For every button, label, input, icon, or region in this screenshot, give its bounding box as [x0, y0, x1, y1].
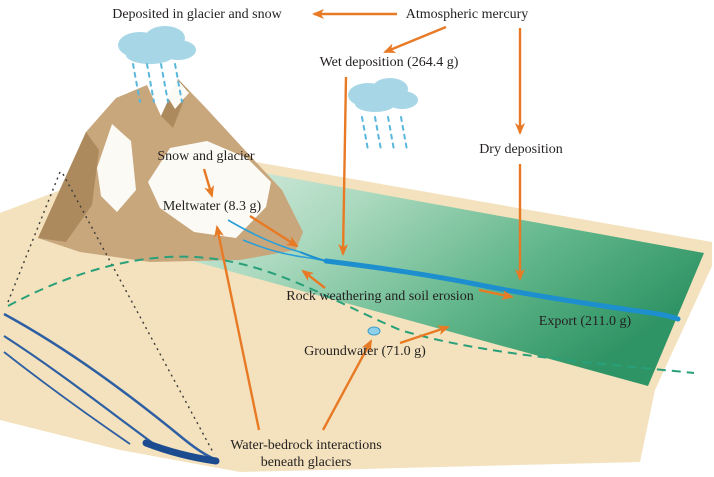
arrow-bedrock-to-groundwater — [321, 339, 373, 431]
arrow-meltwater-to-stream — [249, 214, 299, 248]
groundwater-spring-dot — [367, 326, 381, 336]
label-water-bedrock-line1: Water-bedrock interactions — [230, 438, 381, 453]
arrow-atmospheric-to-wet-deposition — [383, 25, 447, 54]
label-meltwater: Meltwater (8.3 g) — [163, 199, 262, 214]
peak-snow-patch — [167, 80, 189, 109]
cross-section-dotted-line-right — [62, 173, 215, 455]
label-layer: Deposited in glacier and snow Atmospheri… — [112, 7, 631, 470]
flux-arrows — [202, 9, 525, 431]
arrow-snow-to-meltwater — [202, 168, 214, 198]
rain-right-icon — [361, 116, 408, 151]
label-deposited-in-glacier: Deposited in glacier and snow — [112, 7, 282, 22]
label-export: Export (211.0 g) — [539, 314, 632, 329]
groundwater-flow-dashed-line — [7, 255, 695, 374]
arrow-bedrock-to-meltwater — [214, 225, 261, 431]
meltwater-stream — [227, 219, 301, 253]
cloud-right-icon — [348, 78, 418, 112]
arrow-erosion-to-river — [478, 288, 514, 300]
label-snow-and-glacier: Snow and glacier — [157, 149, 255, 164]
subglacial-flow-group — [3, 312, 220, 465]
label-wet-deposition: Wet deposition (264.4 g) — [320, 55, 459, 70]
label-water-bedrock-line2: beneath glaciers — [261, 455, 352, 470]
arrow-rock-weathering-to-stream — [301, 269, 326, 289]
label-dry-deposition: Dry deposition — [479, 142, 563, 157]
label-atmospheric-mercury: Atmospheric mercury — [406, 7, 528, 22]
river-path — [323, 258, 681, 322]
mountain-shadow — [38, 132, 99, 242]
rain-left-icon — [132, 63, 183, 103]
mountain-group — [38, 79, 303, 262]
subglacial-flow-line — [3, 312, 217, 462]
label-rock-weathering: Rock weathering and soil erosion — [286, 289, 473, 304]
cross-section-lines — [7, 171, 215, 455]
snow-patch — [97, 124, 136, 212]
cloud-left-icon — [118, 26, 196, 64]
subglacial-flow-line — [3, 351, 131, 445]
label-groundwater: Groundwater (71.0 g) — [304, 344, 426, 359]
arrow-wet-deposition-to-river — [338, 76, 349, 256]
subglacial-flow-line — [3, 335, 159, 448]
arrow-groundwater-to-river — [399, 325, 450, 345]
river-group — [227, 219, 681, 336]
bedrock-water-channel — [142, 439, 220, 465]
